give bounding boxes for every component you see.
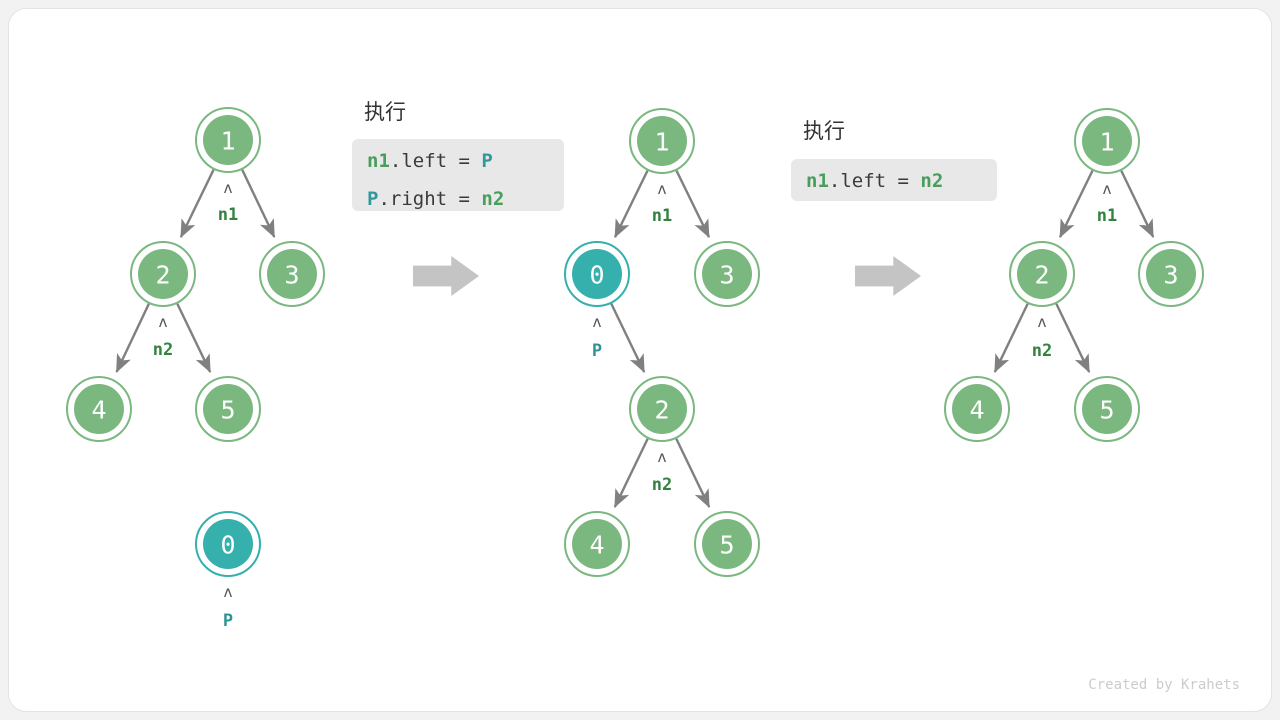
tree-node: 2	[130, 241, 196, 307]
tree-node: 1	[195, 107, 261, 173]
code-token: n1	[367, 150, 390, 172]
tree-node-value: 3	[284, 261, 299, 290]
tree-node: 1	[1074, 108, 1140, 174]
tree-node: 2	[1009, 241, 1075, 307]
pointer-caret-icon: ʌ	[223, 583, 232, 601]
tree-node-value: 1	[654, 128, 669, 157]
pointer-label: n1	[218, 205, 238, 225]
pointer-caret-icon: ʌ	[592, 313, 601, 331]
tree-edge	[1058, 170, 1094, 239]
tree-node: 3	[1138, 241, 1204, 307]
tree-node: 0	[564, 241, 630, 307]
pointer-caret-icon: ʌ	[1037, 313, 1046, 331]
tree-node-value: 3	[1163, 261, 1178, 290]
code-token: n2	[481, 188, 504, 210]
tree-node-value: 3	[719, 261, 734, 290]
tree-edge	[613, 170, 649, 239]
tree-node: 5	[694, 511, 760, 577]
tree-node-value: 4	[91, 396, 106, 425]
tree-node: 3	[259, 241, 325, 307]
tree-node-value: 5	[719, 531, 734, 560]
tree-node: 1	[629, 108, 695, 174]
pointer-label: P	[223, 611, 233, 631]
tree-edge	[115, 303, 150, 373]
pointer-caret-icon: ʌ	[657, 448, 666, 466]
tree-edges-layer	[115, 169, 1155, 508]
tree-node-value: 4	[969, 396, 984, 425]
code-block-background	[352, 139, 564, 211]
tree-node-value: 2	[155, 261, 170, 290]
step-heading: 执行	[803, 119, 845, 143]
code-line: n1.left = P	[367, 150, 493, 172]
pointer-label: P	[592, 341, 602, 361]
tree-node-value: 5	[1099, 396, 1114, 425]
tree-node: 4	[944, 376, 1010, 442]
tree-node-value: 0	[220, 531, 235, 560]
tree-node: 0	[195, 511, 261, 577]
pointer-caret-icon: ʌ	[657, 180, 666, 198]
pointer-label: n2	[153, 340, 173, 360]
transition-arrows-layer	[413, 256, 921, 296]
code-token: n1	[806, 170, 829, 192]
tree-node-value: 4	[589, 531, 604, 560]
code-token: P	[367, 188, 378, 210]
transition-arrow-icon	[855, 256, 921, 296]
pointer-caret-icon: ʌ	[1102, 180, 1111, 198]
tree-node-value: 2	[654, 396, 669, 425]
tree-node: 4	[66, 376, 132, 442]
tree-node-value: 5	[220, 396, 235, 425]
step-heading: 执行	[364, 100, 406, 124]
tree-edge	[675, 170, 711, 239]
tree-node-value: 1	[1099, 128, 1114, 157]
tree-edge	[613, 438, 649, 508]
tree-node: 3	[694, 241, 760, 307]
tree-node: 4	[564, 511, 630, 577]
tree-edge	[675, 438, 711, 508]
tree-edge	[993, 303, 1029, 373]
pointer-caret-icon: ʌ	[223, 179, 232, 197]
code-token: .right =	[378, 188, 481, 210]
code-block-background	[791, 159, 997, 201]
code-token: P	[481, 150, 492, 172]
tree-node-value: 1	[220, 127, 235, 156]
tree-node-value: 2	[1034, 261, 1049, 290]
code-token: .left =	[390, 150, 482, 172]
transition-arrow-icon	[413, 256, 479, 296]
pointer-caret-icon: ʌ	[158, 313, 167, 331]
code-token: n2	[920, 170, 943, 192]
pointer-label: n1	[652, 206, 672, 226]
code-token: .left =	[829, 170, 921, 192]
pointer-label: n2	[652, 475, 672, 495]
pointer-label: n2	[1032, 341, 1052, 361]
tree-edge	[1055, 303, 1091, 373]
tree-edge	[176, 303, 212, 373]
code-line: n1.left = n2	[806, 170, 943, 192]
tree-edge	[179, 169, 215, 238]
tree-nodes-layer: 1 2 3 4 5 0 1 0 3 2 4 5 1 2 3 4 5	[66, 107, 1204, 577]
tree-node: 5	[1074, 376, 1140, 442]
tree-edge	[610, 303, 646, 373]
tree-node: 5	[195, 376, 261, 442]
tree-node: 2	[629, 376, 695, 442]
tree-edge	[241, 169, 276, 238]
code-line: P.right = n2	[367, 188, 504, 210]
watermark: Created by Krahets	[1088, 677, 1240, 693]
tree-edge	[1120, 170, 1155, 238]
tree-node-value: 0	[589, 261, 604, 290]
pointer-label: n1	[1097, 206, 1117, 226]
